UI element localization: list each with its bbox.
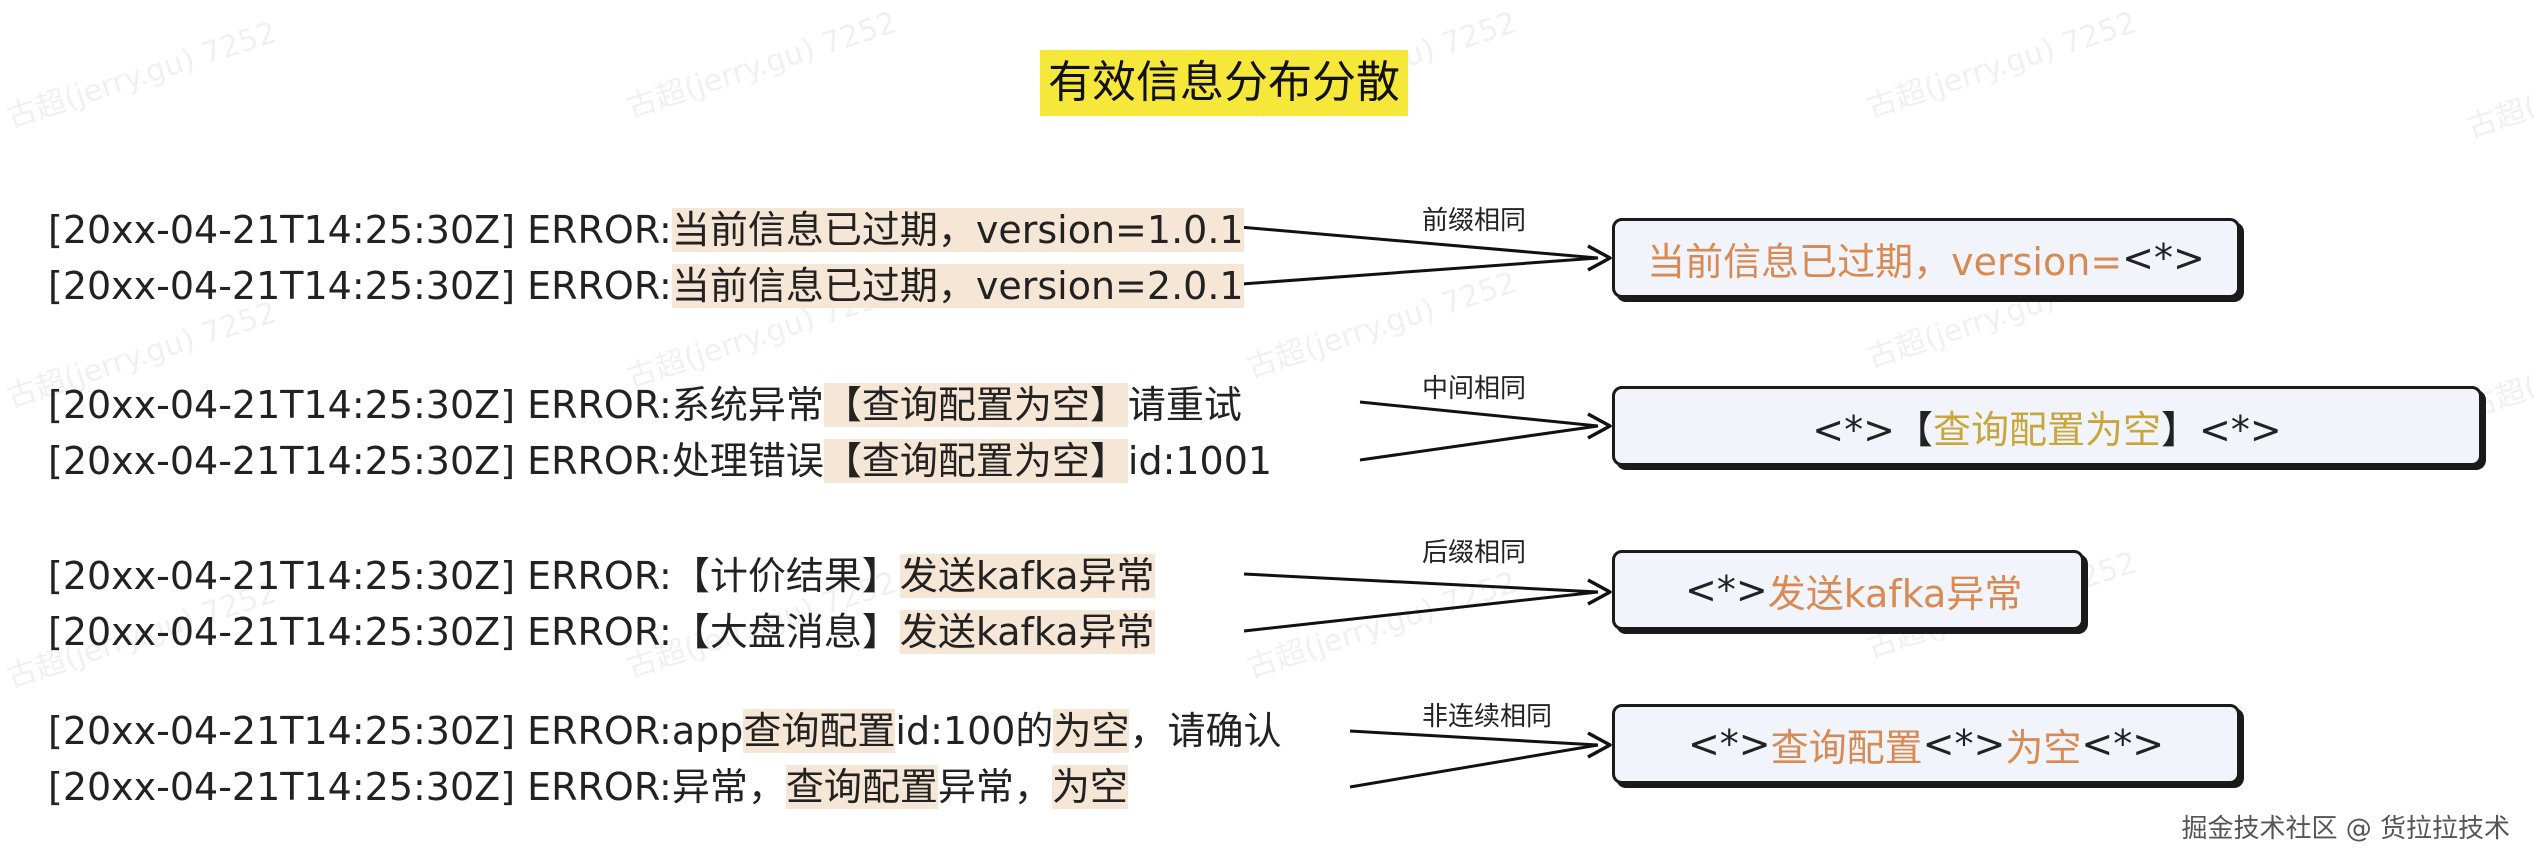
arrow-head: [1587, 412, 1612, 440]
log-segment: ，请确认: [1129, 709, 1282, 753]
arrow-line: [1349, 729, 1599, 747]
highlighted-segment: 【查询配置为空】: [823, 439, 1128, 483]
template-wildcard: 】<*>: [2161, 407, 2282, 452]
template-wildcard: <*>: [1685, 568, 1768, 612]
log-segment: [20xx-04-21T14:25:30Z] ERROR:异常，: [48, 765, 786, 809]
log-segment: [20xx-04-21T14:25:30Z] ERROR:【计价结果】: [48, 554, 900, 598]
arrow-label: 非连续相同: [1422, 702, 1553, 732]
arrow-line: [1243, 572, 1599, 594]
arrow-line: [1359, 424, 1599, 462]
log-line: [20xx-04-21T14:25:30Z] ERROR:app查询配置id:1…: [48, 703, 1281, 759]
template-wildcard: <*>: [2081, 722, 2165, 766]
highlighted-segment: 查询配置: [743, 709, 896, 753]
log-segment: [20xx-04-21T14:25:30Z] ERROR:: [48, 208, 672, 252]
template-constant: 当前信息已过期，version=: [1647, 239, 2123, 284]
template-wildcard: <*>: [1922, 722, 2006, 766]
template-result-box: <*>发送kafka异常: [1612, 550, 2084, 630]
highlighted-segment: 【查询配置为空】: [823, 383, 1128, 427]
arrow-label: 前缀相同: [1422, 206, 1527, 236]
highlighted-segment: 查询配置: [785, 765, 938, 809]
log-segment: id:100的: [895, 709, 1054, 753]
arrow-label: 中间相同: [1422, 374, 1527, 404]
highlighted-segment: 为空: [1051, 765, 1128, 809]
log-line: [20xx-04-21T14:25:30Z] ERROR:当前信息已过期，ver…: [48, 258, 1244, 314]
template-result-box: <*>查询配置<*>为空<*>: [1612, 704, 2240, 784]
log-segment: [20xx-04-21T14:25:30Z] ERROR:系统异常: [48, 383, 824, 427]
log-line: [20xx-04-21T14:25:30Z] ERROR:异常，查询配置异常，为…: [48, 759, 1128, 815]
log-line: [20xx-04-21T14:25:30Z] ERROR:系统异常【查询配置为空…: [48, 377, 1242, 433]
arrow-line: [1243, 590, 1599, 633]
log-segment: [20xx-04-21T14:25:30Z] ERROR:: [48, 264, 672, 308]
arrow-line: [1227, 224, 1599, 260]
arrow-line: [1227, 256, 1599, 287]
log-line: [20xx-04-21T14:25:30Z] ERROR:处理错误【查询配置为空…: [48, 433, 1272, 489]
log-segment: [20xx-04-21T14:25:30Z] ERROR:处理错误: [48, 439, 824, 483]
template-wildcard: <*>【: [1812, 407, 1933, 452]
diagram-title: 有效信息分布分散: [1040, 50, 1408, 116]
arrow-line: [1349, 743, 1599, 789]
log-segment: id:1001: [1127, 439, 1273, 483]
log-line: [20xx-04-21T14:25:30Z] ERROR:当前信息已过期，ver…: [48, 202, 1244, 258]
arrow-label: 后缀相同: [1422, 538, 1527, 568]
highlighted-segment: 发送kafka异常: [899, 554, 1155, 598]
template-wildcard: <*>: [1687, 722, 1771, 766]
log-line: [20xx-04-21T14:25:30Z] ERROR:【计价结果】发送kaf…: [48, 548, 1155, 604]
arrow-head: [1587, 578, 1612, 606]
log-segment: 异常，: [937, 765, 1052, 809]
highlighted-segment: 为空: [1053, 709, 1130, 753]
arrow-head: [1587, 244, 1612, 272]
log-segment: [20xx-04-21T14:25:30Z] ERROR:【大盘消息】: [48, 610, 900, 654]
log-segment: 请重试: [1127, 383, 1242, 427]
highlighted-segment: 发送kafka异常: [899, 610, 1155, 654]
arrow-line: [1359, 400, 1599, 428]
log-segment: [20xx-04-21T14:25:30Z] ERROR:app: [48, 709, 744, 753]
template-result-box: <*>【查询配置为空】<*>: [1612, 386, 2482, 466]
log-line: [20xx-04-21T14:25:30Z] ERROR:【大盘消息】发送kaf…: [48, 604, 1155, 660]
template-constant: 查询配置为空: [1932, 407, 2161, 452]
highlighted-segment: 当前信息已过期，version=1.0.1: [671, 208, 1244, 252]
highlighted-segment: 当前信息已过期，version=2.0.1: [671, 264, 1244, 308]
template-constant: 查询配置: [1770, 725, 1923, 770]
footer-credit: 掘金技术社区 @ 货拉拉技术: [2181, 814, 2510, 844]
template-constant: 发送kafka异常: [1767, 571, 2023, 616]
arrow-head: [1587, 731, 1612, 759]
template-wildcard: <*>: [2122, 236, 2205, 280]
template-constant: 为空: [2005, 725, 2082, 770]
template-result-box: 当前信息已过期，version=<*>: [1612, 218, 2240, 298]
